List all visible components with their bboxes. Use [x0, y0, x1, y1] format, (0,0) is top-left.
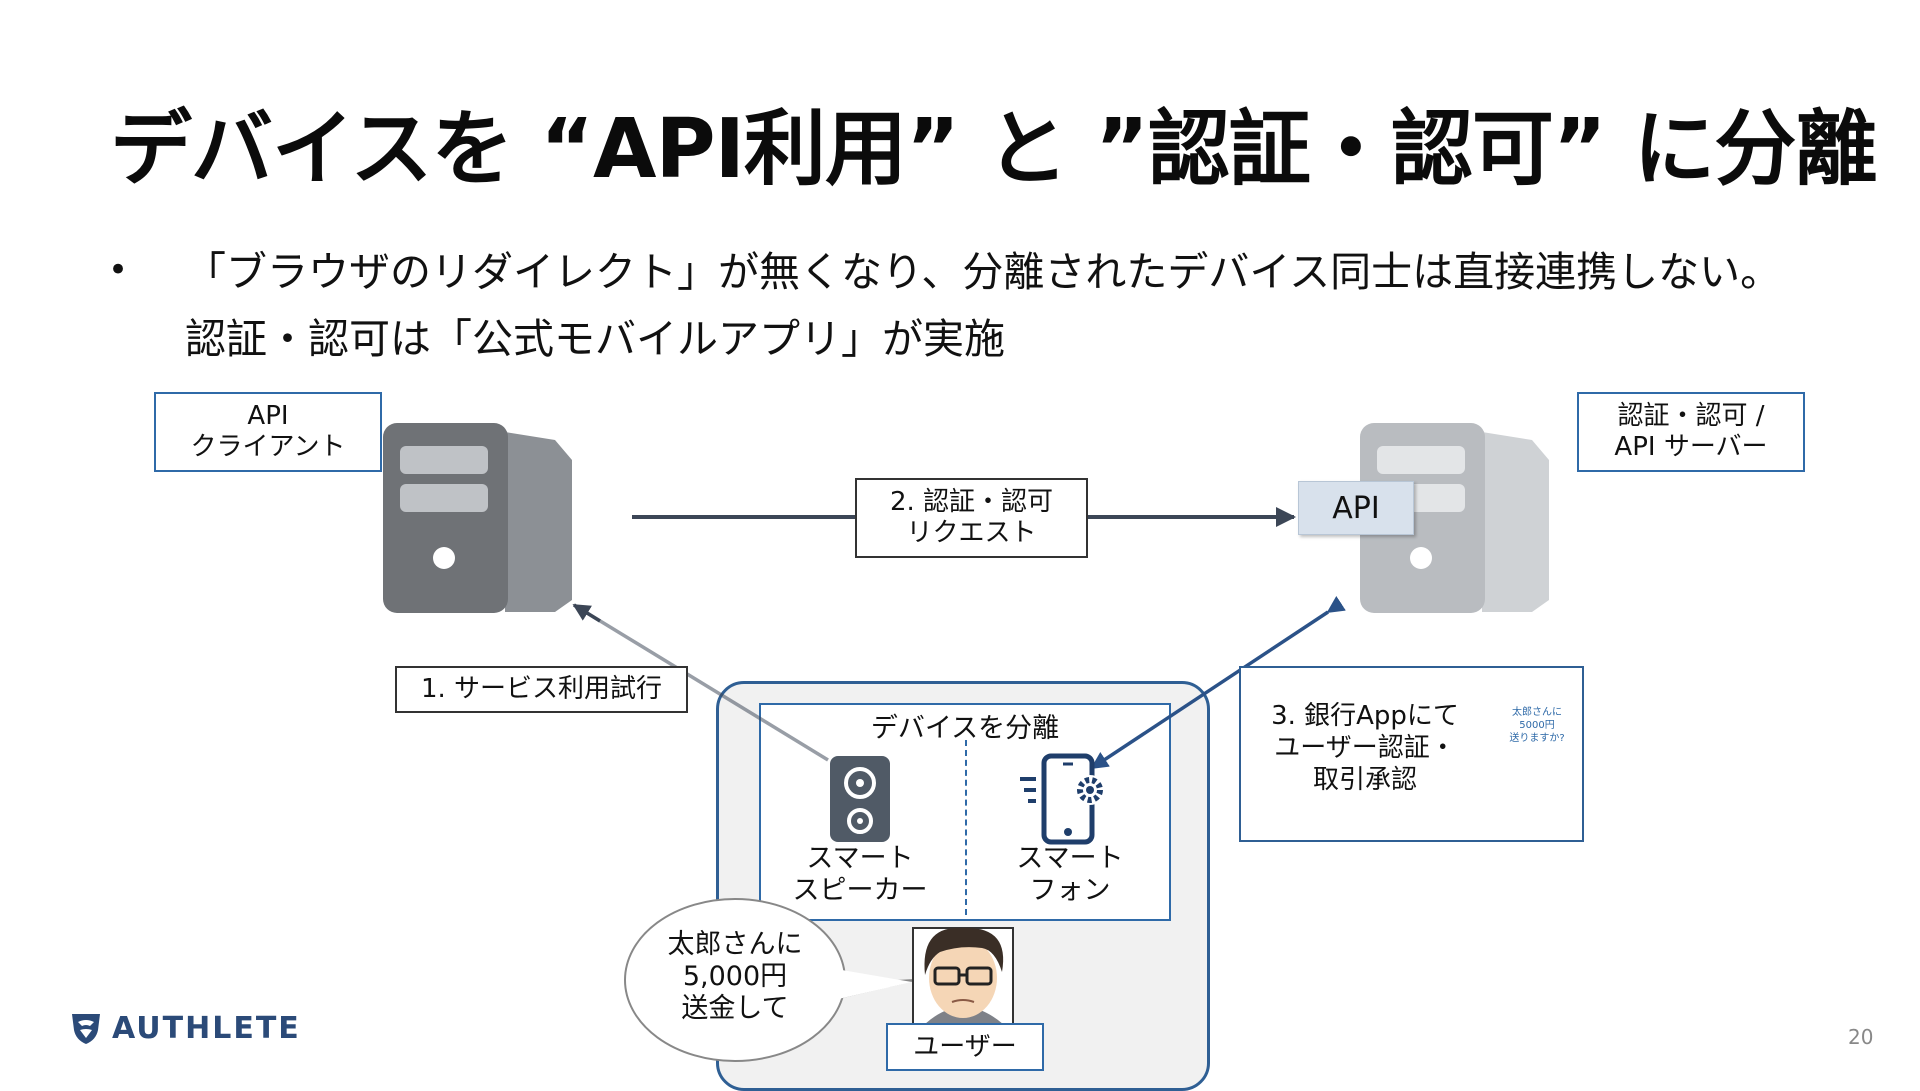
device-separation-title: デバイスを分離: [870, 713, 1060, 744]
step2-label-line-2: リクエスト: [906, 518, 1037, 548]
step3-label-line-2: ユーザー認証・: [1274, 733, 1456, 763]
smart-speaker-label-line-1: スマート: [806, 843, 914, 874]
speech-bubble-text: 太郎さんに 5,000円 送金して: [625, 929, 845, 1025]
client-server-icon: [383, 423, 572, 613]
step2-label: 2. 認証・認可 リクエスト: [855, 478, 1088, 558]
speech-bubble-line-2: 5,000円: [682, 961, 788, 992]
smart-speaker-icon: [830, 756, 890, 842]
speech-bubble: [624, 898, 916, 1062]
speech-bubble-line-1: 太郎さんに: [667, 929, 803, 960]
page-number: 20: [1848, 1025, 1874, 1049]
smart-speaker-label-line-2: スピーカー: [792, 875, 928, 906]
step3-box: [1239, 666, 1584, 842]
smartphone-icon: [1020, 753, 1105, 845]
authlete-logo-text: AUTHLETE: [112, 1010, 301, 1046]
bank-phone-screen-text: 太郎さんに 5000円 送りますか?: [1504, 706, 1570, 745]
bank-phone-screen-line-3: 送りますか?: [1509, 733, 1565, 744]
step3-label-line-1: 3. 銀行Appにて: [1271, 701, 1459, 731]
step3-label-line-3: 取引承認: [1312, 765, 1417, 795]
device-divider: [965, 740, 967, 915]
smartphone-label: スマート フォン: [990, 843, 1150, 907]
smartphone-label-line-2: フォン: [1029, 875, 1111, 906]
bullet-text-line-1: 「ブラウザのリダイレクト」が無くなり、分離されたデバイス同士は直接連携しない。: [185, 248, 1782, 296]
step1-label: 1. サービス利用試行: [395, 666, 688, 713]
user-label: ユーザー: [886, 1023, 1044, 1071]
authlete-logo-icon: [72, 1014, 100, 1044]
api-client-label: API クライアント: [154, 392, 382, 472]
bank-phone-screen-line-1: 太郎さんに: [1512, 707, 1562, 718]
bank-phone-screen-line-2: 5000円: [1519, 720, 1555, 731]
arrow-step3: [1090, 596, 1346, 770]
auth-server-label-line-1: 認証・認可 /: [1617, 401, 1765, 431]
page-title: デバイスを “API利用” と ”認証・認可” に分離: [110, 102, 1877, 197]
user-avatar: [912, 927, 1014, 1025]
auth-server-label-line-2: API サーバー: [1614, 432, 1768, 462]
step2-label-line-1: 2. 認証・認可: [889, 487, 1054, 517]
smartphone-label-line-1: スマート: [1016, 843, 1124, 874]
bullet-marker: •: [108, 250, 129, 290]
arrow-step1: [573, 603, 829, 762]
smart-speaker-label: スマート スピーカー: [780, 843, 940, 907]
speech-bubble-line-3: 送金して: [681, 993, 789, 1024]
api-client-label-line-2: クライアント: [190, 432, 346, 462]
authlete-logo: AUTHLETE: [68, 1010, 301, 1046]
api-tag: API: [1298, 481, 1414, 535]
api-client-label-line-1: API: [247, 401, 289, 431]
bullet-text-line-2: 認証・認可は「公式モバイルアプリ」が実施: [185, 315, 1005, 363]
auth-server-label: 認証・認可 / API サーバー: [1577, 392, 1805, 472]
step3-label: 3. 銀行Appにて ユーザー認証・ 取引承認: [1255, 700, 1475, 796]
